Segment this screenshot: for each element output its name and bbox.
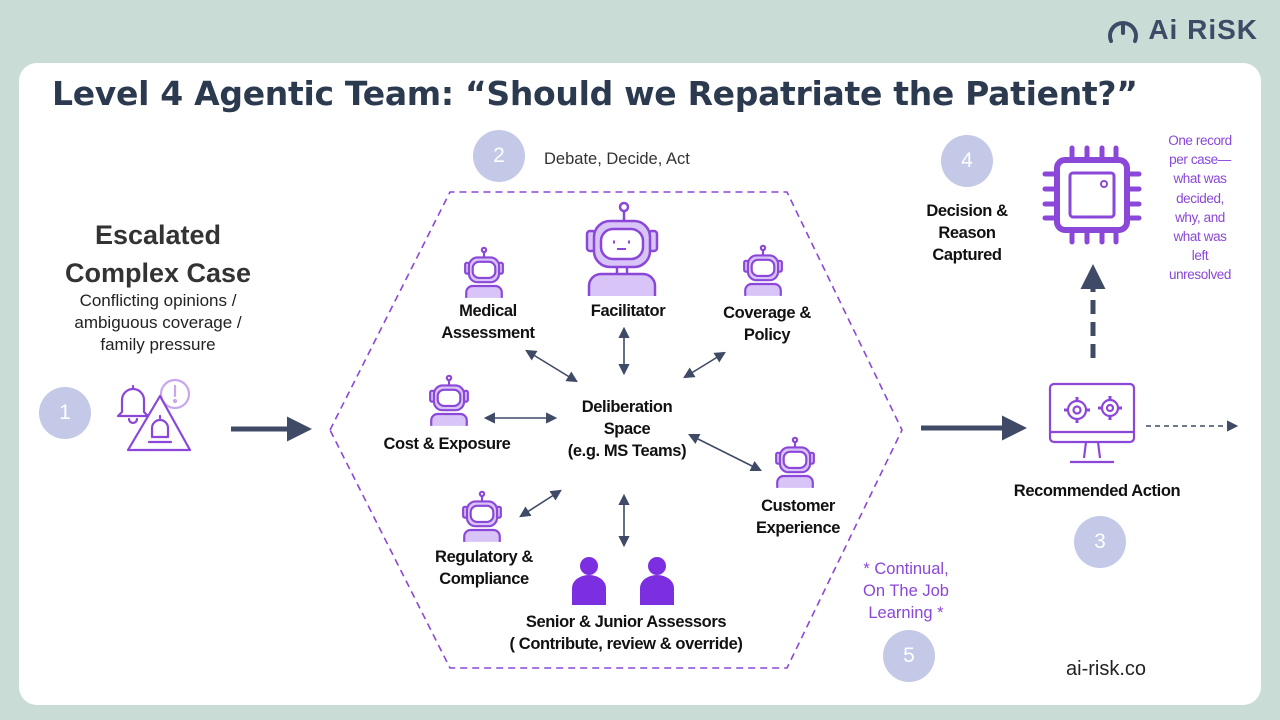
escalated-desc-line1: Conflicting opinions /	[79, 291, 237, 310]
medical-robot-icon	[464, 246, 504, 298]
learning-line1: * Continual,	[863, 560, 949, 578]
decision-line3: Captured	[932, 246, 1002, 264]
coverage-policy-label: Coverage & Policy	[707, 302, 827, 346]
customer-robot-icon	[775, 436, 815, 488]
continual-learning-note: * Continual, On The Job Learning *	[846, 558, 966, 624]
deliberation-hexagon	[329, 191, 903, 669]
record-note-line: One record	[1168, 133, 1232, 148]
chip-icon	[1042, 145, 1142, 245]
medical-label-line2: Assessment	[441, 324, 535, 342]
coverage-robot-icon	[743, 244, 783, 296]
website-link[interactable]: ai-risk.co	[1066, 658, 1147, 680]
coverage-label-line2: Policy	[743, 326, 791, 344]
cost-robot-icon	[429, 374, 469, 426]
regulatory-robot-icon	[462, 490, 502, 542]
record-note: One record per case— what was decided, w…	[1155, 131, 1245, 285]
step-1-badge: 1	[39, 387, 91, 439]
record-note-line: per case—	[1169, 152, 1231, 168]
customer-experience-label: Customer Experience	[738, 495, 858, 539]
escalated-title-line2: Complex Case	[64, 258, 252, 288]
page-title: Level 4 Agentic Team: “Should we Repatri…	[52, 74, 1138, 113]
record-note-line: what was	[1173, 171, 1227, 187]
assessors-line2: ( Contribute, review & override)	[509, 635, 743, 653]
learning-line2: On The Job	[863, 582, 949, 600]
record-note-line: decided,	[1176, 190, 1224, 206]
record-note-line: what was	[1173, 229, 1227, 245]
deliberation-line3: (e.g. MS Teams)	[567, 442, 687, 460]
deliberation-space-label: Deliberation Space (e.g. MS Teams)	[552, 396, 702, 462]
decision-line2: Reason	[938, 224, 996, 242]
link-regulatory	[519, 489, 562, 518]
escalated-case-description: Conflicting opinions / ambiguous coverag…	[38, 290, 278, 356]
regulatory-label-line1: Regulatory &	[435, 548, 533, 566]
step-5-badge: 5	[883, 630, 935, 682]
customer-label-line2: Experience	[755, 519, 841, 537]
escalated-title-line1: Escalated	[94, 220, 222, 250]
escalated-desc-line2: ambiguous coverage /	[74, 313, 242, 332]
deliberation-line1: Deliberation	[581, 398, 673, 416]
record-note-line: why, and	[1175, 209, 1225, 225]
medical-assessment-label: Medical Assessment	[428, 300, 548, 344]
recommended-action-label: Recommended Action	[1013, 482, 1181, 500]
escalated-desc-line3: family pressure	[100, 335, 216, 354]
link-customer	[687, 433, 763, 472]
step-4-badge: 4	[941, 135, 993, 187]
assessors-line1: Senior & Junior Assessors	[525, 613, 727, 631]
record-note-line: left	[1191, 248, 1209, 264]
regulatory-label-line2: Compliance	[439, 570, 529, 588]
decision-captured-label: Decision & Reason Captured	[907, 200, 1027, 266]
record-note-line: unresolved	[1168, 267, 1232, 283]
deliberation-line2: Space	[603, 420, 651, 438]
facilitator-robot-icon	[585, 201, 659, 296]
escalated-case-title: Escalated Complex Case	[38, 216, 278, 292]
monitor-gears-icon	[1048, 382, 1136, 464]
coverage-label-line1: Coverage &	[723, 304, 811, 322]
facilitator-label: Facilitator	[590, 302, 666, 320]
link-coverage	[683, 351, 726, 379]
cost-exposure-label: Cost & Exposure	[383, 435, 511, 453]
learning-line3: Learning *	[868, 604, 944, 622]
step-2-badge: 2	[473, 130, 525, 182]
regulatory-compliance-label: Regulatory & Compliance	[424, 546, 544, 590]
brand-name: Ai RiSK	[1148, 14, 1258, 45]
link-medical	[525, 349, 578, 383]
debate-label: Debate, Decide, Act	[544, 150, 690, 168]
brand-logo: Ai RiSK	[1106, 14, 1258, 46]
assessors-label: Senior & Junior Assessors ( Contribute, …	[494, 611, 758, 655]
step-3-badge: 3	[1074, 516, 1126, 568]
customer-label-line1: Customer	[761, 497, 835, 515]
gauge-icon	[1108, 21, 1139, 43]
decision-line1: Decision &	[926, 202, 1008, 220]
alert-warning-icon	[116, 378, 192, 452]
assessor-person-icon-1	[572, 557, 606, 605]
assessor-person-icon-2	[640, 557, 674, 605]
medical-label-line1: Medical	[459, 302, 517, 320]
